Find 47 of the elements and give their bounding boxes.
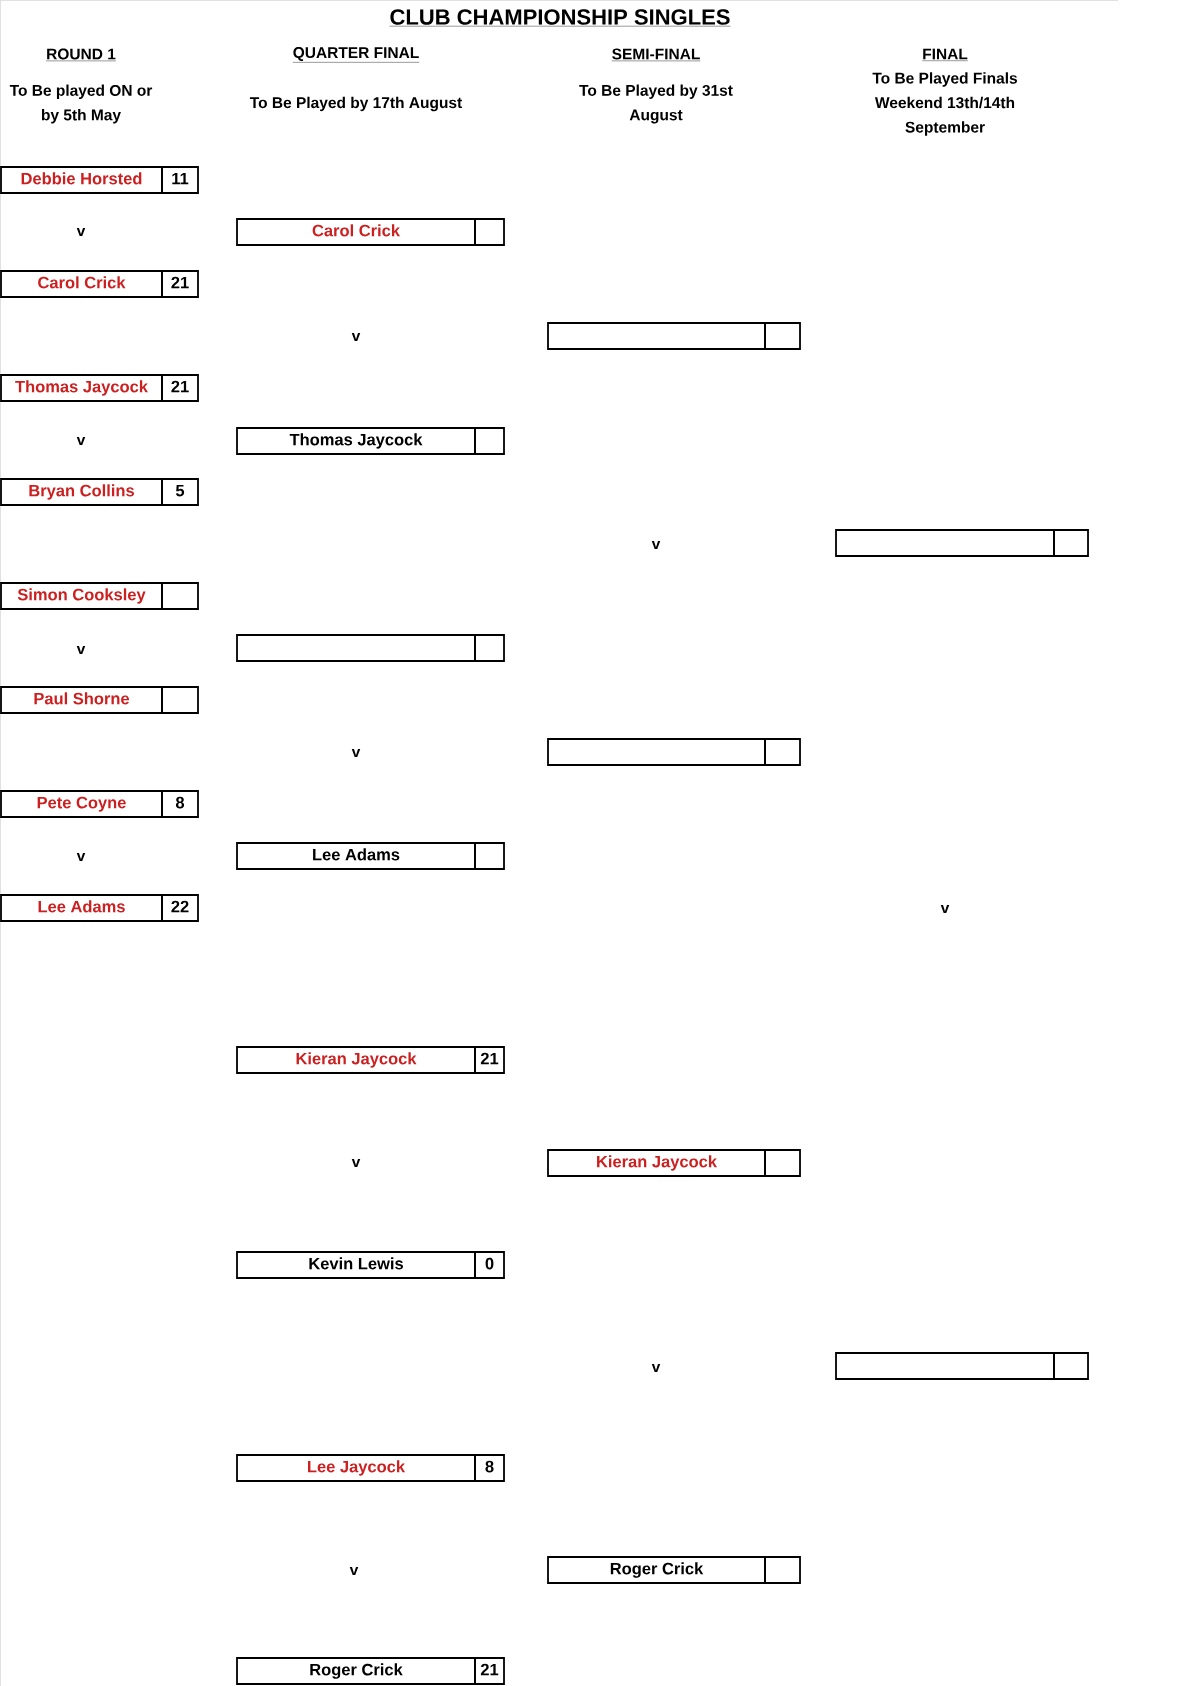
versus-label: v	[651, 540, 661, 550]
name-cell: Debbie Horsted	[0, 166, 163, 194]
score-cell: 21	[161, 270, 199, 298]
name-cell: Thomas Jaycock	[0, 374, 163, 402]
name-cell: Lee Adams	[0, 894, 163, 922]
schedule-note: To Be Played Finals Weekend 13th/14th September	[872, 72, 1017, 136]
score-cell: 5	[161, 478, 199, 506]
name-cell: Kieran Jaycock	[236, 1046, 476, 1074]
schedule-note: To Be Played by 17th August	[249, 96, 462, 112]
versus-label: v	[349, 1566, 359, 1576]
score-cell: 11	[161, 166, 199, 194]
schedule-note: To Be Played by 31st August	[579, 84, 733, 124]
schedule-note: To Be played ON or by 5th May	[9, 84, 153, 124]
name-cell: Roger Crick	[236, 1657, 476, 1685]
title: CLUB CHAMPIONSHIP SINGLES	[389, 9, 731, 27]
versus-label: v	[651, 1363, 661, 1373]
versus-label: v	[76, 645, 86, 655]
name-cell: Carol Crick	[0, 270, 163, 298]
versus-label: v	[351, 1158, 361, 1168]
round-heading: SEMI-FINAL	[611, 48, 701, 62]
versus-label: v	[351, 748, 361, 758]
round-heading: FINAL	[922, 48, 969, 61]
name-cell: Kevin Lewis	[236, 1251, 476, 1279]
versus-label: v	[76, 852, 86, 862]
round-heading: QUARTER FINAL	[292, 47, 420, 63]
name-cell: Simon Cooksley	[0, 582, 163, 610]
versus-label: v	[940, 904, 950, 914]
score-cell: 0	[474, 1251, 505, 1279]
name-cell: Thomas Jaycock	[236, 427, 476, 455]
name-cell: Carol Crick	[236, 218, 476, 246]
score-cell: 21	[474, 1657, 505, 1685]
round-heading: ROUND 1	[45, 48, 117, 62]
score-cell: 8	[161, 790, 199, 818]
name-cell: Lee Adams	[236, 842, 476, 870]
score-cell: 21	[161, 374, 199, 402]
name-cell: Kieran Jaycock	[547, 1149, 766, 1177]
name-cell: Paul Shorne	[0, 686, 163, 714]
name-cell: Pete Coyne	[0, 790, 163, 818]
score-cell: 8	[474, 1454, 505, 1482]
score-cell: 21	[474, 1046, 505, 1074]
name-cell: Bryan Collins	[0, 478, 163, 506]
versus-label: v	[76, 436, 86, 446]
name-cell: Lee Jaycock	[236, 1454, 476, 1482]
score-cell: 22	[161, 894, 199, 922]
versus-label: v	[351, 332, 361, 342]
versus-label: v	[76, 227, 86, 237]
name-cell: Roger Crick	[547, 1556, 766, 1584]
